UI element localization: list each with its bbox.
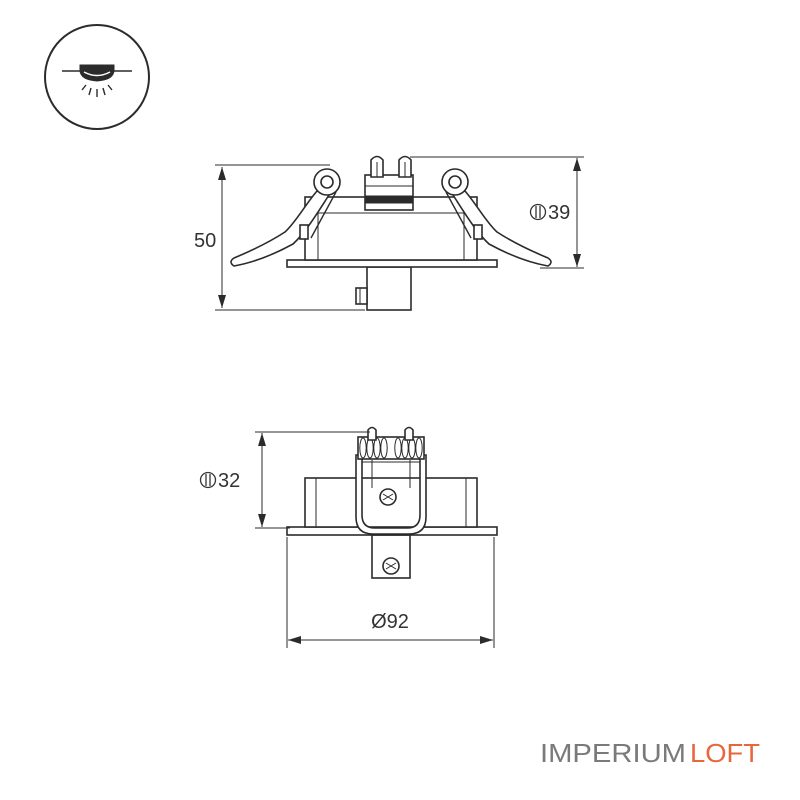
light-ray (88, 87, 92, 96)
coil-loop (373, 437, 381, 459)
recessed-downlight-icon (44, 24, 150, 130)
logo-imperium: IMPERIUM (540, 738, 686, 768)
coil-prong (404, 426, 414, 441)
front-recess-dimension: 32 (199, 431, 370, 529)
brand-logo: IMPERIUM LOFT (540, 738, 760, 768)
lamp-holder-body (366, 266, 412, 311)
lamp-lens-shape (83, 71, 111, 77)
trim-flange (286, 259, 498, 268)
body-screw-icon (379, 488, 397, 506)
right-spring-clip (441, 168, 552, 267)
front-recess-label: 32 (218, 470, 240, 492)
connector-band (364, 195, 414, 204)
light-ray (107, 84, 113, 91)
diameter-label: Ø92 (371, 611, 409, 633)
arrow-head (573, 158, 581, 171)
side-screw (355, 287, 368, 305)
side-view: 50 39 (194, 155, 584, 311)
coil-loop (415, 437, 423, 459)
side-recess-label: 39 (548, 202, 570, 224)
arrow-head (573, 254, 581, 267)
arrow-head (218, 167, 226, 180)
spring-coil-inner (320, 175, 334, 189)
arrow-head (288, 636, 301, 644)
arrow-head (258, 514, 266, 527)
screw-slot (385, 562, 397, 570)
light-rays (81, 84, 113, 97)
spring-coil-inner (448, 175, 462, 189)
coil-prong (367, 426, 377, 441)
coil-loop (394, 437, 402, 459)
light-ray (81, 84, 87, 91)
holder-screw-icon (382, 557, 400, 575)
lamp-body-shape (79, 64, 115, 82)
coil-loop (359, 437, 367, 459)
symbol-circle (529, 203, 547, 221)
front-spring-clip (355, 426, 427, 535)
arrow-head (258, 433, 266, 446)
spring-leg (310, 191, 337, 239)
left-spring-clip (230, 168, 341, 267)
light-ray (102, 87, 106, 96)
spring-leg (445, 191, 472, 239)
height-dimension: 50 (194, 164, 365, 311)
recess-depth-dimension: 39 (410, 156, 584, 269)
spring-mount-tab (473, 224, 483, 240)
symbol-circle (199, 471, 217, 489)
spring-mount-tab (299, 224, 309, 240)
arrow-head (480, 636, 493, 644)
top-connector (364, 174, 414, 211)
diameter-dimension: Ø92 (286, 537, 495, 648)
screw-slot (382, 493, 394, 501)
front-view: 32 Ø92 (199, 426, 498, 648)
height-label: 50 (194, 230, 216, 252)
coil-loop (380, 437, 388, 459)
logo-loft: LOFT (690, 738, 760, 768)
cutout-depth-icon (529, 203, 547, 221)
arrow-head (218, 295, 226, 308)
cutout-depth-icon (199, 471, 217, 489)
